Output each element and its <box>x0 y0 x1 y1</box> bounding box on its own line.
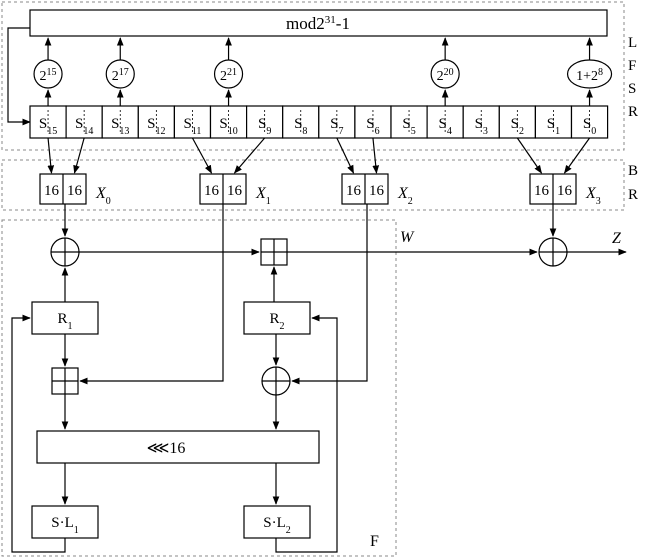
register-s11: S11 <box>173 105 212 139</box>
register-label: S0 <box>583 116 596 137</box>
register-label: S7 <box>330 116 343 137</box>
x1-label: X1 <box>255 185 271 207</box>
register-s13: S13 <box>101 105 139 139</box>
multiplier-2^17: 217 <box>105 37 135 106</box>
register-label: S13 <box>111 116 129 137</box>
sl2-feedback-line <box>275 314 338 553</box>
register-label: S10 <box>219 116 237 137</box>
register-s5: S5 <box>390 105 428 139</box>
svg-text:16: 16 <box>44 183 60 199</box>
register-s2: S2 <box>498 105 536 139</box>
xor-top <box>50 237 80 267</box>
register-label: S3 <box>475 116 488 137</box>
adder-r1 <box>51 367 79 395</box>
sl1-box <box>31 505 99 539</box>
adder-w <box>260 238 288 266</box>
svg-text:1+28: 1+28 <box>576 67 603 85</box>
register-s4: S4 <box>426 105 464 139</box>
register-s3: S3 <box>462 105 500 139</box>
register-label: S9 <box>258 116 271 137</box>
xor-output <box>538 237 568 267</box>
f-section-outline <box>1 219 397 557</box>
register-s1: S1 <box>534 105 573 139</box>
br-side-label: B R <box>628 163 638 203</box>
svg-text:S: S <box>628 81 636 97</box>
register-s8: S8 <box>282 105 320 139</box>
register-row: S15 S14 S13 S12 S11 S10 S9 S8 S7 S6 S5 S4 S3 S2 S1 S0 <box>29 105 609 139</box>
multiplier-2^15: 215 <box>33 37 63 106</box>
register-s6: S6 <box>354 105 392 139</box>
register-s10: S10 <box>209 105 248 139</box>
br-box-x3: 16 16 X3 <box>516 137 601 207</box>
svg-text:221: 221 <box>220 67 237 85</box>
xor-r2 <box>261 366 291 396</box>
register-s7: S7 <box>318 105 356 139</box>
sl1-feedback-line <box>11 314 66 553</box>
svg-text:L: L <box>628 35 637 51</box>
bit-reorganization-group: 16 16 X0 16 16 X1 16 16 X2 16 16 X3 <box>39 137 601 207</box>
register-s9: S9 <box>246 105 284 139</box>
feedback-line <box>7 27 31 126</box>
register-s14: S14 <box>65 105 103 139</box>
br-box-x2: 16 16 X2 <box>336 137 413 207</box>
rotate-label: ⋘16 <box>147 440 186 457</box>
svg-text:220: 220 <box>437 67 454 85</box>
register-label: S1 <box>547 116 560 137</box>
svg-text:16: 16 <box>227 183 243 199</box>
f-label: F <box>370 533 379 550</box>
lfsr-section-outline <box>1 1 625 151</box>
x0-label: X0 <box>95 185 111 207</box>
rotate-box <box>36 430 320 464</box>
br-box-x0: 16 16 X0 <box>39 137 111 207</box>
x1-feed-line <box>79 204 224 385</box>
svg-text:16: 16 <box>557 183 573 199</box>
svg-text:R: R <box>628 187 638 203</box>
br-box-x1: 16 16 X1 <box>191 137 271 207</box>
x2-feed-line <box>291 204 368 385</box>
lfsr-side-label: L F S R <box>628 35 638 120</box>
svg-text:215: 215 <box>40 67 57 85</box>
mod-box <box>29 9 608 37</box>
mod-label: mod231-1 <box>286 14 350 33</box>
register-s15: S15 <box>29 105 67 139</box>
x3-label: X3 <box>585 185 601 207</box>
svg-text:16: 16 <box>534 183 550 199</box>
register-s0: S0 <box>570 105 609 139</box>
register-label: S12 <box>147 116 165 137</box>
sl2-box <box>243 505 311 539</box>
w-label: W <box>400 229 415 246</box>
multiplier-group: 215 217 221 220 1+28 <box>33 37 613 106</box>
multiplier-1+2^8: 1+28 <box>566 37 613 106</box>
register-label: S8 <box>294 116 307 137</box>
svg-text:16: 16 <box>346 183 362 199</box>
r1-label: R1 <box>57 311 72 332</box>
register-label: S4 <box>438 116 451 137</box>
r2-box <box>243 301 311 335</box>
multiplier-2^21: 221 <box>213 37 244 106</box>
register-label: S15 <box>39 116 57 137</box>
x2-label: X2 <box>397 185 413 207</box>
svg-text:R: R <box>628 104 638 120</box>
register-label: S2 <box>511 116 524 137</box>
multiplier-2^20: 220 <box>430 37 460 106</box>
sl2-label: S·L2 <box>263 515 291 536</box>
svg-text:16: 16 <box>369 183 385 199</box>
sl1-label: S·L1 <box>51 515 79 536</box>
r1-box <box>31 301 99 335</box>
svg-text:B: B <box>628 163 638 179</box>
register-label: S11 <box>183 116 201 137</box>
r2-label: R2 <box>269 311 284 332</box>
svg-text:217: 217 <box>112 67 129 85</box>
register-label: S6 <box>366 116 379 137</box>
register-label: S14 <box>75 116 93 137</box>
svg-text:16: 16 <box>204 183 220 199</box>
z-label: Z <box>612 230 622 247</box>
svg-text:F: F <box>628 58 636 74</box>
register-s12: S12 <box>137 105 176 139</box>
register-label: S5 <box>402 116 415 137</box>
svg-text:16: 16 <box>67 183 83 199</box>
